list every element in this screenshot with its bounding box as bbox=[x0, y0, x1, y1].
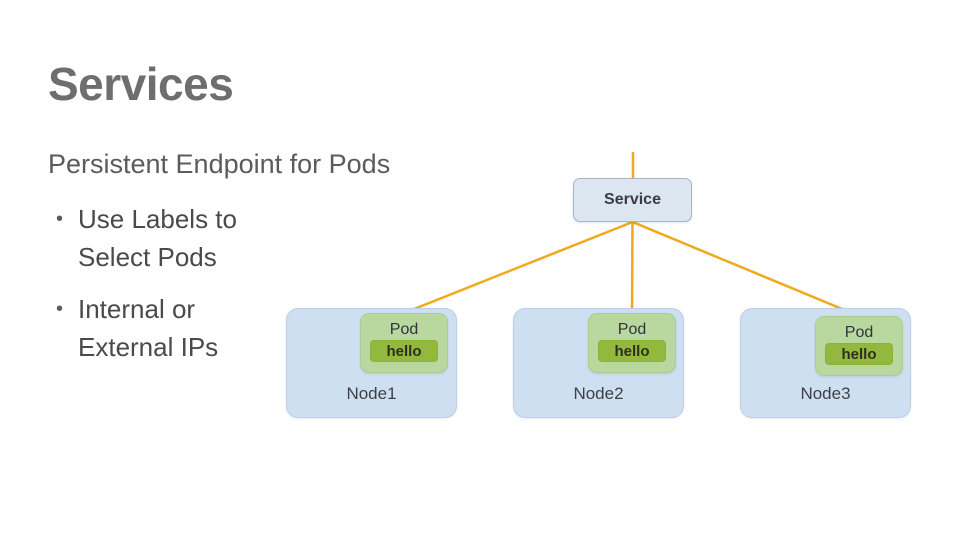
bullet-item-use-labels: • Use Labels to Select Pods bbox=[52, 200, 352, 276]
bullet-item-internal-external-ips: • Internal or External IPs bbox=[52, 290, 352, 366]
service-to-node2-connector bbox=[630, 221, 634, 314]
service-to-node3-connector bbox=[632, 220, 860, 318]
node-label: Node1 bbox=[346, 384, 397, 403]
service-node[interactable]: Service bbox=[573, 178, 692, 222]
pod-box-node2[interactable]: Pod hello bbox=[588, 313, 676, 373]
bullet-text: Use Labels to Select Pods bbox=[78, 204, 237, 272]
bullet-text: Internal or External IPs bbox=[78, 294, 219, 362]
page-title: Services bbox=[48, 58, 234, 110]
pod-box-node3[interactable]: Pod hello bbox=[815, 316, 903, 376]
node-label: Node3 bbox=[800, 384, 851, 403]
container-chip-hello[interactable]: hello bbox=[370, 340, 438, 362]
node-label: Node2 bbox=[573, 384, 624, 403]
pod-box-node1[interactable]: Pod hello bbox=[360, 313, 448, 373]
bullet-marker-icon: • bbox=[56, 298, 64, 320]
pod-label: Pod bbox=[389, 321, 419, 338]
slide-subtitle: Persistent Endpoint for Pods bbox=[48, 149, 391, 179]
container-chip-hello[interactable]: hello bbox=[825, 343, 893, 365]
pod-label: Pod bbox=[844, 324, 874, 341]
service-label: Service bbox=[604, 191, 661, 208]
service-to-node1-connector bbox=[403, 220, 633, 315]
container-chip-hello[interactable]: hello bbox=[598, 340, 666, 362]
pod-label: Pod bbox=[617, 321, 647, 338]
bullet-marker-icon: • bbox=[56, 208, 64, 230]
